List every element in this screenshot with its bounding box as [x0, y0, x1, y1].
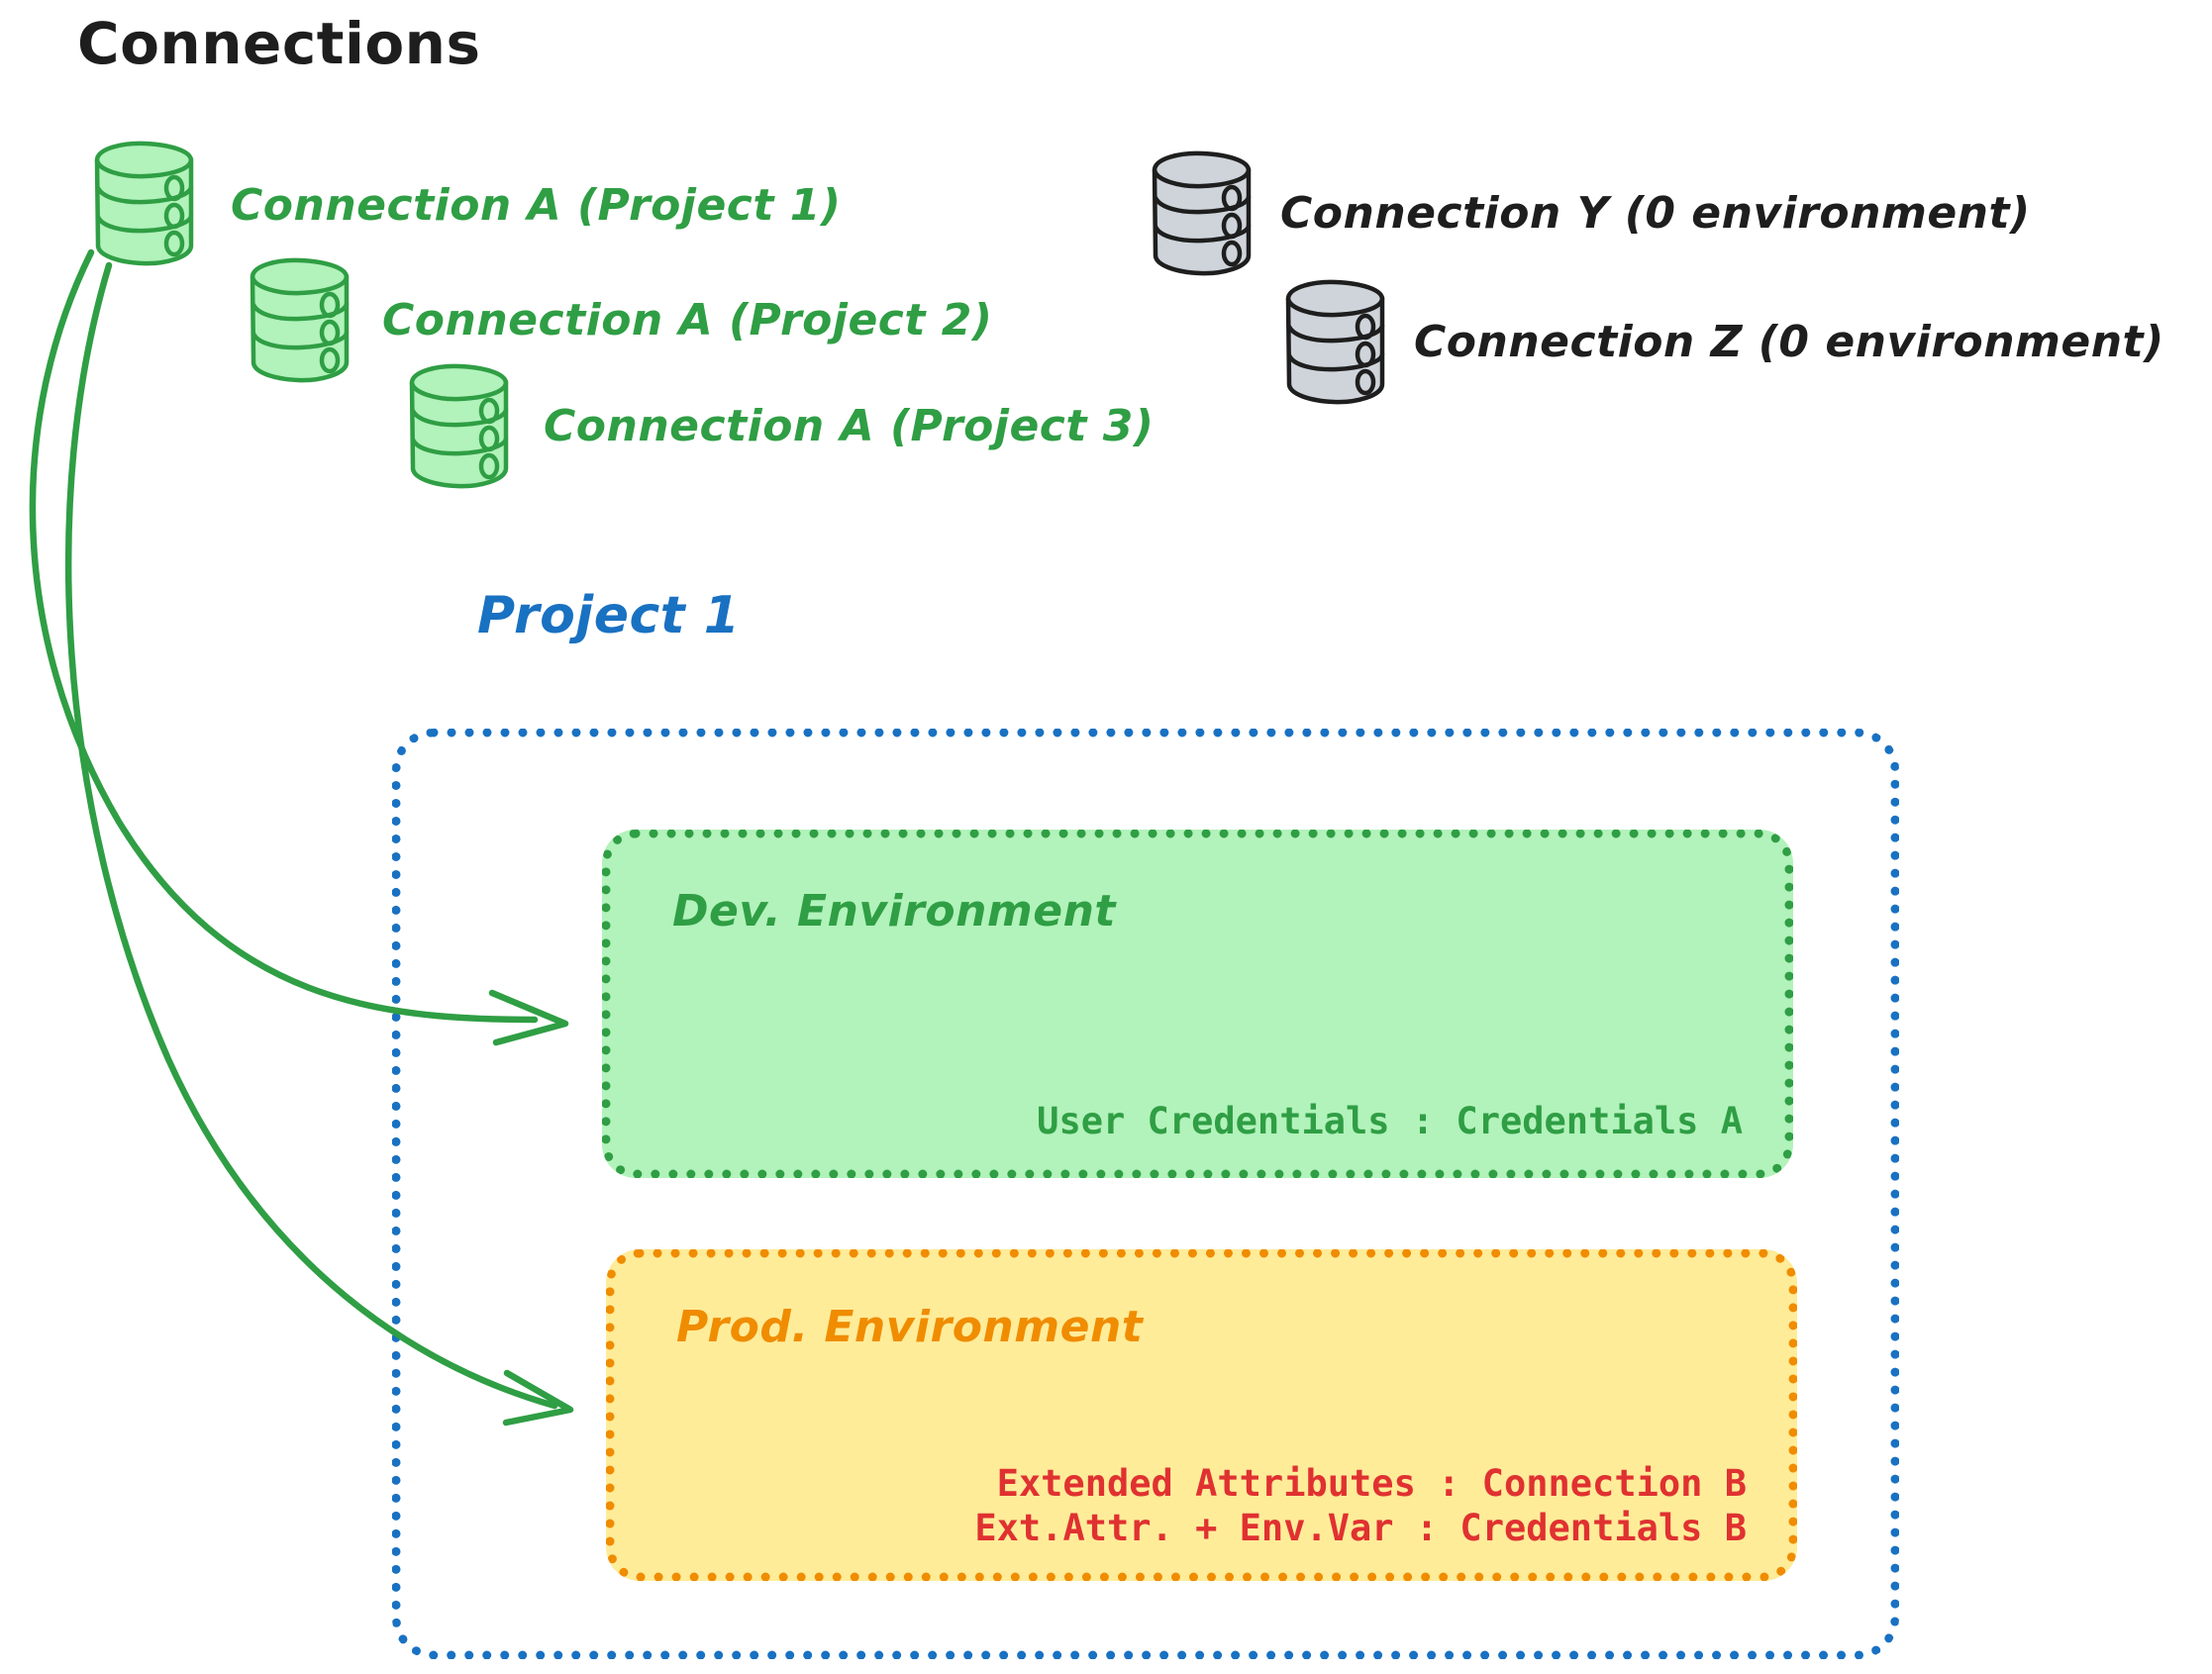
dev-credential-line: User Credentials : Credentials A [1037, 1099, 1743, 1142]
database-icon[interactable] [89, 139, 198, 269]
project-title: Project 1 [477, 586, 741, 645]
connection-label-a-project-2: Connection A (Project 2) [382, 295, 993, 345]
connection-label-y: Connection Y (0 environment) [1280, 188, 2031, 239]
database-icon[interactable] [1147, 148, 1256, 279]
prod-environment-title: Prod. Environment [676, 1302, 1144, 1352]
connection-label-a-project-1: Connection A (Project 1) [231, 180, 842, 231]
prod-environment-box: Prod. Environment Extended Attributes : … [606, 1249, 1797, 1581]
database-icon[interactable] [1280, 277, 1389, 408]
database-icon[interactable] [245, 255, 353, 386]
prod-extended-attributes-line: Extended Attributes : Connection B [996, 1461, 1747, 1505]
connection-label-z: Connection Z (0 environment) [1414, 317, 2164, 367]
dev-environment-box: Dev. Environment User Credentials : Cred… [602, 830, 1793, 1178]
dev-environment-details: User Credentials : Credentials A [1037, 1099, 1743, 1143]
database-icon[interactable] [404, 361, 513, 492]
dev-environment-title: Dev. Environment [672, 886, 1116, 936]
connection-label-a-project-3: Connection A (Project 3) [544, 401, 1155, 451]
page-title: Connections [77, 10, 481, 77]
prod-env-var-line: Ext.Attr. + Env.Var : Credentials B [974, 1506, 1747, 1549]
prod-environment-details: Extended Attributes : Connection B Ext.A… [974, 1461, 1747, 1550]
